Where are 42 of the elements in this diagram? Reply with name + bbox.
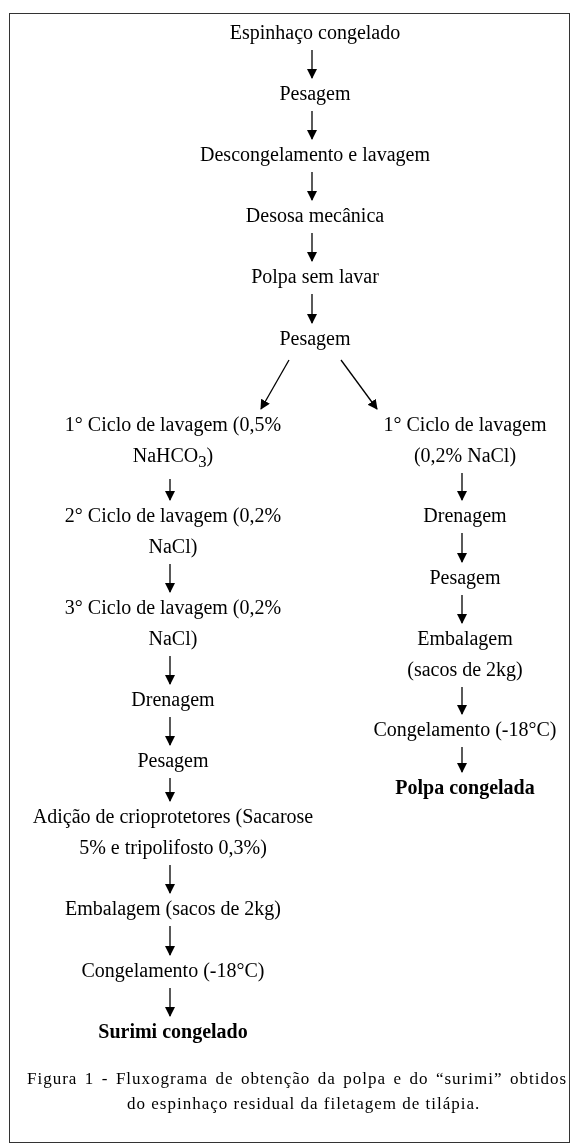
arrow — [165, 478, 175, 501]
process-step: Descongelamento e lavagem — [200, 139, 430, 170]
process-step: Embalagem (sacos de 2kg) — [65, 893, 281, 924]
arrow — [260, 359, 290, 410]
arrow — [307, 171, 317, 201]
process-step: Polpa sem lavar — [251, 261, 379, 292]
process-step: 2° Ciclo de lavagem (0,2% NaCl) — [63, 500, 283, 562]
product-label: Surimi congelado — [98, 1016, 248, 1047]
process-step: Adição de crioprotetores (Sacarose 5% e tripolifosto 0,3%) — [18, 801, 328, 863]
product-label: Polpa congelada — [395, 772, 535, 803]
process-step: Embalagem (sacos de 2kg) — [390, 623, 540, 685]
arrow — [307, 49, 317, 79]
arrow — [165, 925, 175, 956]
arrow — [457, 594, 467, 624]
arrow — [307, 293, 317, 324]
process-step: 1° Ciclo de lavagem (0,2% NaCl) — [365, 409, 565, 471]
arrow — [165, 563, 175, 593]
process-step: Drenagem — [131, 684, 215, 715]
process-step: 1° Ciclo de lavagem (0,5% NaHCO$_{3}$) — [48, 409, 298, 477]
process-step: Desosa mecânica — [245, 200, 385, 231]
arrow — [165, 716, 175, 746]
arrow — [307, 110, 317, 140]
process-step: Congelamento (-18°C) — [81, 955, 265, 986]
arrow — [457, 686, 467, 715]
arrow — [340, 359, 378, 410]
process-step: Drenagem — [423, 500, 507, 531]
arrow — [457, 472, 467, 501]
arrow — [457, 746, 467, 773]
process-step: Pesagem — [137, 745, 209, 776]
arrow — [165, 987, 175, 1017]
arrow — [165, 777, 175, 802]
process-step: Pesagem — [279, 323, 351, 354]
process-step: 3° Ciclo de lavagem (0,2% NaCl) — [63, 592, 283, 654]
process-step: Pesagem — [429, 562, 501, 593]
process-step: Congelamento (-18°C) — [373, 714, 557, 745]
figure-caption: Figura 1 - Fluxograma de obtenção da polpa e do “surimi” obtidos do espinhaço residual da filetagem de tilápia. — [27, 1068, 567, 1115]
process-step: Espinhaço congelado — [229, 17, 401, 48]
arrow — [457, 532, 467, 563]
process-step: Pesagem — [279, 78, 351, 109]
arrow — [165, 655, 175, 685]
arrow — [307, 232, 317, 262]
arrow — [165, 864, 175, 894]
